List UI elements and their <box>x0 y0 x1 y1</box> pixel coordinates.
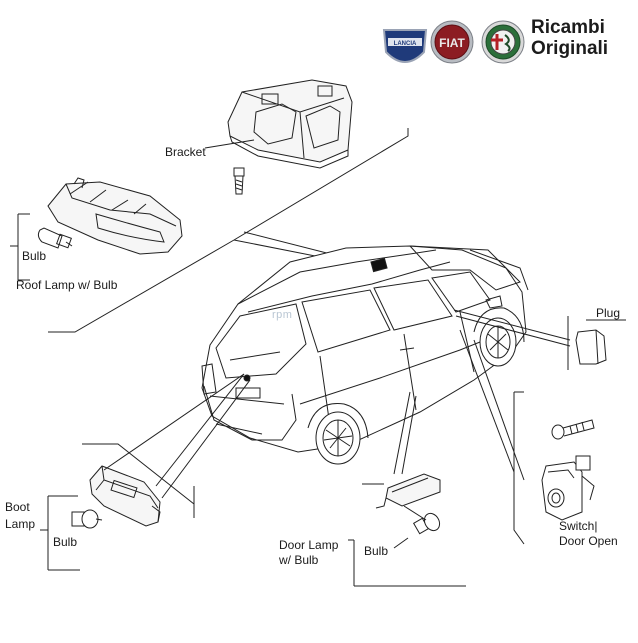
label-roof-lamp: Roof Lamp w/ Bulb <box>16 278 118 292</box>
brand-wordmark: Ricambi Originali <box>531 17 608 59</box>
label-switch-line1: Switch| <box>559 519 598 533</box>
plug-part <box>575 329 607 365</box>
label-plug: Plug <box>596 306 621 320</box>
lancia-logo: LANCIA <box>382 29 428 63</box>
svg-text:FIAT: FIAT <box>439 36 465 50</box>
bracket-part <box>204 79 353 169</box>
roof-lamp-part <box>47 177 183 255</box>
brand-line-2: Originali <box>531 38 609 59</box>
door-bulb-part <box>393 512 441 549</box>
label-door-lamp-line1: Door Lamp <box>279 538 339 552</box>
label-bulb-boot: Bulb <box>53 535 78 549</box>
rpm-watermark: rpm <box>272 309 293 321</box>
label-switch-line2: Door Open <box>559 534 618 548</box>
label-boot-lamp-line2: Lamp <box>5 517 36 531</box>
boot-bulb-part <box>71 509 103 529</box>
alfa-romeo-logo <box>481 20 525 64</box>
label-door-lamp-line2: w/ Bulb <box>279 553 319 567</box>
fiat-logo: FIAT <box>430 20 474 64</box>
roof-bulb-part <box>37 227 73 249</box>
label-bulb-door: Bulb <box>364 544 389 558</box>
svg-text:LANCIA: LANCIA <box>394 41 417 47</box>
bracket-screw <box>233 167 245 195</box>
label-boot-lamp-line1: Boot <box>5 500 30 514</box>
brand-line-1: Ricambi <box>531 17 605 38</box>
door-lamp-part <box>375 473 441 509</box>
boot-lamp-part <box>89 465 161 527</box>
door-switch-part <box>541 455 595 521</box>
label-bracket: Bracket <box>165 145 206 159</box>
switch-screw-part <box>551 419 595 440</box>
car-illustration <box>201 245 529 465</box>
label-bulb-roof: Bulb <box>22 249 47 263</box>
